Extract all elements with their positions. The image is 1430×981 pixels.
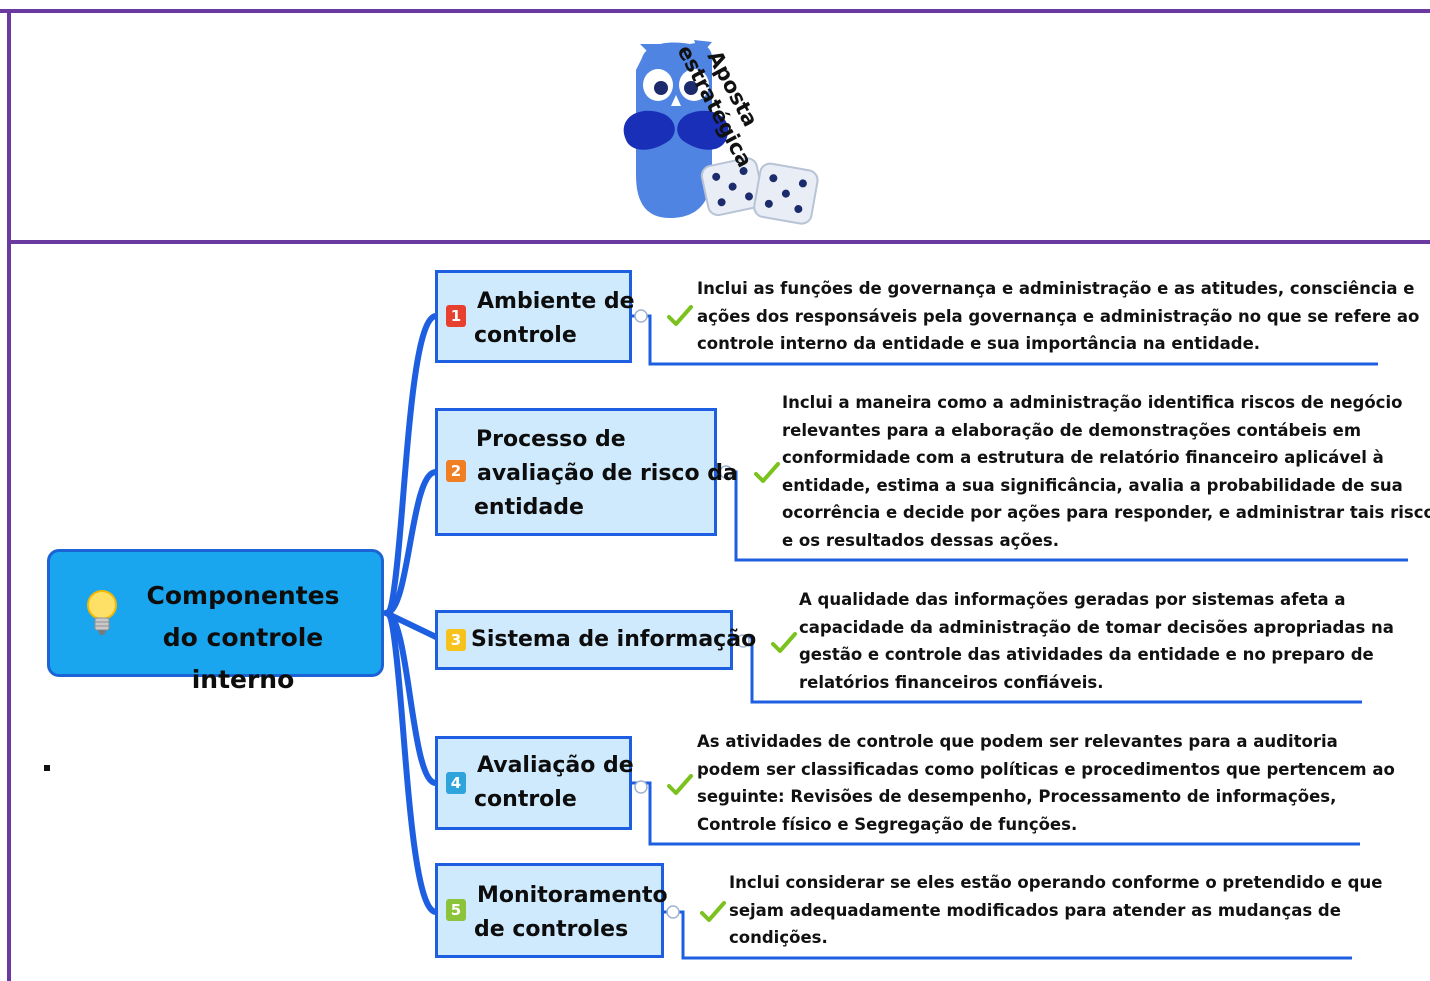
dice-icon bbox=[700, 157, 819, 225]
topic-monitoramento-de-controles[interactable] bbox=[435, 863, 664, 958]
topic-processo-de-avaliacao-de-risco[interactable] bbox=[435, 408, 717, 536]
check-icon bbox=[771, 632, 797, 653]
check-icon bbox=[667, 305, 693, 326]
page-frame bbox=[0, 9, 1430, 981]
topic-4-label: Avaliação de controle bbox=[474, 753, 634, 812]
check-icon bbox=[700, 901, 726, 922]
topic-sistema-de-informacao[interactable] bbox=[435, 610, 733, 670]
topic-1-label: Ambiente de controle bbox=[474, 289, 635, 348]
priority-3-icon: 3 bbox=[446, 629, 466, 651]
priority-2-icon: 2 bbox=[446, 460, 466, 482]
topic-5-label: Monitoramento de controles bbox=[474, 883, 668, 942]
priority-1-icon: 1 bbox=[446, 305, 466, 327]
collapse-handles bbox=[634, 309, 750, 919]
topic-4-description: As atividades de controle que podem ser … bbox=[697, 732, 1395, 834]
topic-ambiente-de-controle[interactable] bbox=[435, 270, 632, 363]
priority-4-icon: 4 bbox=[446, 772, 466, 794]
branch-connectors bbox=[383, 313, 439, 915]
topic-avaliacao-de-controle[interactable] bbox=[435, 736, 632, 830]
check-icon bbox=[754, 462, 780, 483]
owl-logo bbox=[623, 40, 729, 218]
topic-3-label: Sistema de informação bbox=[471, 627, 757, 652]
topic-2-label: Processo de avaliação de risco da entida… bbox=[474, 427, 738, 520]
topic-5-description: Inclui considerar se eles estão operando… bbox=[729, 873, 1383, 947]
lightbulb-icon bbox=[87, 590, 117, 635]
topic-3-description: A qualidade das informações geradas por … bbox=[799, 590, 1394, 692]
topic-1-description: Inclui as funções de governança e admini… bbox=[697, 279, 1420, 353]
priority-5-icon: 5 bbox=[446, 899, 466, 921]
bullet-marker bbox=[44, 765, 50, 771]
check-icon bbox=[667, 774, 693, 795]
topic-2-description: Inclui a maneira como a administração id… bbox=[782, 393, 1430, 550]
central-topic-title: Componentes do controle interno bbox=[146, 581, 340, 694]
